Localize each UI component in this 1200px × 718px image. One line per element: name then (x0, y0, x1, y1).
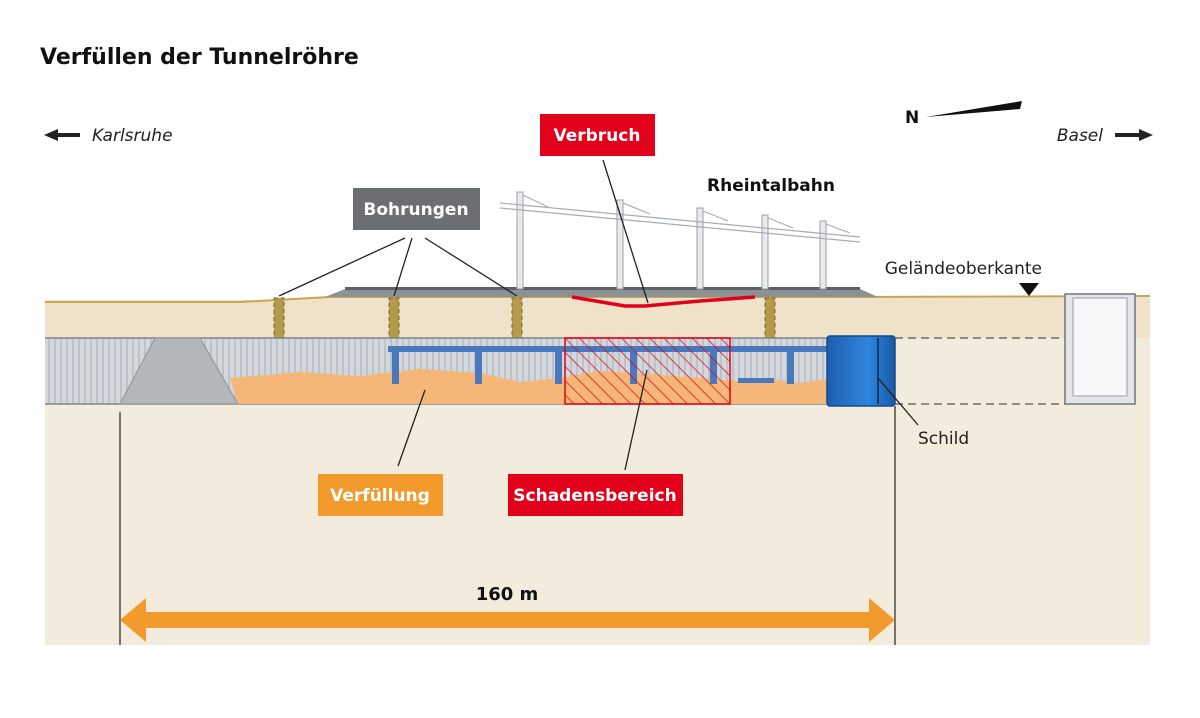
label-schild: Schild (918, 429, 969, 449)
dimension-indicator: 160 m (119, 406, 896, 645)
direction-right: Basel (1057, 126, 1153, 146)
catenary-mast (516, 191, 524, 290)
tbm-shield (826, 335, 896, 407)
arrow-left-icon (44, 129, 80, 141)
boring-shaft (388, 297, 400, 339)
tag-bohrungen: Bohrungen (353, 188, 480, 230)
label-verbruch: Verbruch (554, 126, 641, 146)
debris-pile (119, 337, 239, 405)
dimension-label: 160 m (476, 584, 539, 605)
surface-collapse-line (571, 295, 756, 308)
terrain-level-marker-icon (1019, 283, 1039, 296)
direction-left: Karlsruhe (44, 126, 173, 146)
ground-upper-layer (45, 296, 1150, 338)
diagram-title: Verfüllen der Tunnelröhre (40, 45, 359, 70)
north-indicator: N (905, 101, 1022, 128)
label-bohrungen: Bohrungen (363, 200, 468, 220)
catenary-wires (499, 194, 861, 243)
damage-zone (564, 337, 731, 405)
dimension-arrow-icon (120, 598, 895, 642)
label-gelaendeoberkante: Geländeoberkante (885, 259, 1042, 279)
railway-track (345, 287, 860, 290)
label-rheintalbahn: Rheintalbahn (707, 176, 835, 196)
north-label: N (905, 108, 919, 128)
tag-verfuellung: Verfüllung (318, 474, 443, 516)
target-shaft (1064, 293, 1136, 405)
catenary-masts (516, 191, 827, 290)
tag-schadensbereich: Schadensbereich (508, 474, 683, 516)
boring-shaft (511, 297, 523, 339)
tag-verbruch: Verbruch (540, 114, 655, 156)
railway-embankment (325, 289, 878, 297)
catenary-mast (616, 199, 624, 290)
direction-left-label: Karlsruhe (92, 126, 173, 146)
leader-lines (278, 159, 919, 471)
arrow-right-icon (1115, 129, 1153, 141)
catenary-mast (819, 220, 827, 290)
direction-right-label: Basel (1057, 126, 1103, 146)
label-schadensbereich: Schadensbereich (513, 486, 676, 506)
label-verfuellung: Verfüllung (330, 486, 430, 506)
catenary-mast (761, 214, 769, 290)
north-arrow-icon (926, 101, 1022, 117)
boring-shaft (764, 297, 776, 339)
boring-shaft (273, 297, 285, 339)
borings (273, 297, 776, 339)
catenary-mast (696, 207, 704, 290)
